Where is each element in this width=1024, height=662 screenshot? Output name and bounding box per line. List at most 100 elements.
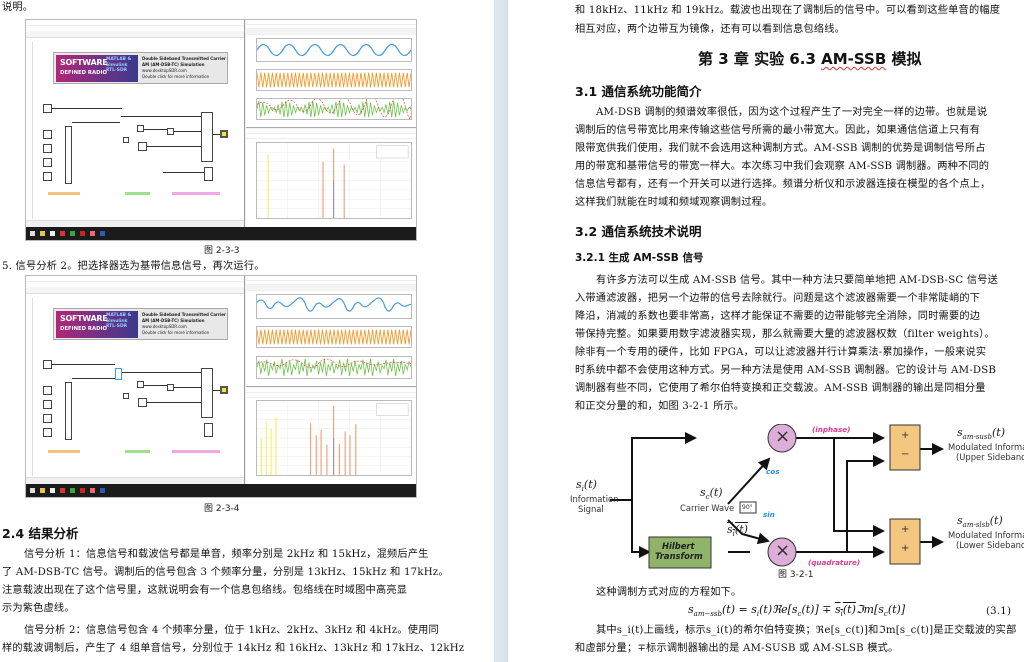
spectrum-analyzer-window [246, 129, 416, 227]
sin-label: sin [763, 510, 775, 519]
paragraph-line: 和虚部分量；∓标示调制器输出的是 AM-SUSB 或 AM-SLSB 模式。 [575, 643, 899, 654]
input-signal-symbol: si(t) [576, 478, 597, 494]
paragraph-line: 相互对应，两个边带互为镜像，还有可以看到信息包络线。 [575, 24, 846, 35]
simulink-window: SOFTWARE DEFINED RADIO MATLAB & Simulink… [26, 20, 245, 227]
sdr-logo: SOFTWARE DEFINED RADIO MATLAB & Simulink… [56, 311, 138, 338]
paragraph-line: 样的载波调制后，产生了 4 组单音信号，分别位于 14kHz 和 16kHz、1… [2, 643, 465, 654]
input-signal-label: Information [570, 494, 619, 504]
simulink-canvas: SOFTWARE DEFINED RADIO MATLAB & Simulink… [32, 298, 243, 476]
sum-bus-block [65, 126, 72, 184]
sum-lower-plus: + [901, 543, 910, 554]
figure-screenshot-2-3-3: SOFTWARE DEFINED RADIO MATLAB & Simulink… [25, 19, 417, 241]
paragraph-line: 调制器有些不同，它使用了希尔伯特变换和正交载波。AM-SSB 调制器的输出是同相… [575, 383, 986, 394]
figure-caption: 图 2-3-4 [204, 504, 240, 514]
windows-taskbar [26, 484, 416, 497]
paragraph-line: 有许多方法可以生成 AM-SSB 信号。其中一种方法只要简单地把 AM-DSB-… [596, 275, 998, 286]
cos-label: cos [766, 467, 780, 476]
time-scope-window [246, 276, 416, 387]
product-block [167, 128, 174, 135]
equation-3-1: sam−ssb(t) = si(t)ℜe[sc(t)] ∓ si(t)ℑm[sc… [688, 603, 906, 619]
selector-switch-block [115, 368, 122, 380]
figure-caption: 图 2-3-3 [204, 246, 240, 256]
paragraph-line: 信号分析 1：信息信号和载波信号都是单音，频率分别是 2kHz 和 15kHz，… [24, 549, 429, 560]
usb-output-label: Modulated Information [948, 442, 1024, 452]
carrier-label: Carrier Wave [680, 503, 735, 513]
phase-shift-box: 90° [742, 504, 753, 511]
document-page-left: 说明。 SOFTWARE DEFINED RADIO MATLAB & Simu… [0, 0, 494, 662]
annotation-pink [172, 192, 220, 195]
lsb-output-symbol: sam-slsb(t) [957, 514, 1003, 530]
lsb-output-label: (Lower Sideband) [956, 540, 1024, 550]
source-block [43, 158, 52, 167]
paragraph-line: 和正交分量的和，如图 3-2-1 所示。 [575, 401, 745, 412]
sum-upper-minus: − [901, 449, 910, 460]
scope-display-block [220, 130, 228, 138]
inphase-label: (inphase) [812, 425, 851, 434]
plot-information-signal [256, 294, 412, 319]
simulink-window: SOFTWARE DEFINED RADIO MATLAB & Simulink… [26, 276, 245, 484]
hilbert-output-symbol: si(t) [727, 523, 748, 539]
paragraph-line: 时系统中都不会使用这种方式。另一种方法是使用 AM-SSB 调制器。它的设计与 … [575, 365, 997, 376]
figure-caption: 图 3-2-1 [778, 570, 814, 580]
time-scope-window [246, 20, 416, 128]
paragraph-line: 用的带宽和基带信号的带宽一样大。本次练习中我们会观察 AM-SSB 调制器。两种… [575, 161, 990, 172]
figure-screenshot-2-3-4: SOFTWARE DEFINED RADIO MATLAB & Simulink… [25, 275, 417, 498]
annotation-green [125, 192, 150, 195]
scope-mux-block [201, 112, 213, 162]
carrier-block [138, 142, 147, 151]
section-heading-2-4: 2.4 结果分析 [2, 526, 79, 541]
step-5-text: 5. 信号分析 2。把选择器选为基带信息信号，再次运行。 [2, 261, 265, 272]
plot-am-dsb-tc-signal [256, 356, 412, 379]
section-heading-3-1: 3.1 通信系统功能简介 [575, 84, 702, 99]
paragraph-line: 其中s_i(t)上画线，标示s_i(t)的希尔伯特变换；ℜe[s_c(t)]和ℑ… [596, 625, 1017, 636]
status-bar [26, 220, 244, 227]
page-separator [494, 0, 508, 662]
source-block [43, 130, 52, 139]
usb-output-symbol: sam-susb(t) [957, 426, 1006, 442]
paragraph-line: 示为紫色虚线。 [2, 603, 75, 614]
multiplier-inphase: × [775, 426, 791, 447]
quadrature-label: (quadrature) [808, 558, 861, 567]
paragraph-tail: 说明。 [2, 2, 34, 13]
plot-carrier-wave [256, 326, 412, 348]
simulink-canvas: SOFTWARE DEFINED RADIO MATLAB & Simulink… [32, 42, 243, 219]
sum-upper-plus: + [901, 430, 910, 441]
source-block [43, 172, 52, 181]
source-block [43, 144, 52, 153]
plot-information-signal [256, 38, 412, 62]
paragraph-line: 入带通滤波器，把另一个边带的信号去除就行。问题是这个滤波器需要一个非常陡峭的下 [575, 293, 981, 304]
am-ssb-block-diagram: 90° × × + − + + si(t) Information Signal… [570, 424, 1024, 569]
annotation-orange [48, 192, 80, 195]
windows-taskbar [26, 227, 416, 240]
paragraph-line: 信息信号都有，还有一个开关可以进行选择。频谱分析仪和示波器连接在模型的各个点上， [575, 179, 991, 190]
subsection-heading-3-2-1: 3.2.1 生成 AM-SSB 信号 [575, 252, 704, 264]
paragraph-line: 降沿，消减的系数也要非常高，这样才能保证不需要的边带能够完全消除，同时需要的边 [575, 311, 981, 322]
equation-number: (3.1) [986, 606, 1012, 617]
paragraph-line: 这样我们就能在时域和频域观察调制过程。 [575, 197, 773, 208]
lsb-output-label: Modulated Information [948, 530, 1024, 540]
spectrum-plot [256, 142, 412, 219]
hilbert-transform-block: Hilbert [662, 541, 695, 551]
paragraph-line: 带保持完整。如果要用数字滤波器实现，那么就需要大量的滤波器权数（filter w… [575, 329, 995, 340]
spectrum-block [204, 167, 213, 181]
chapter-title: 第 3 章 实验 6.3 AM-SSB 模拟 [698, 50, 922, 68]
paragraph-line: 调制后的信号带宽比用来传输这些信号所需的最小带宽大。因此，如果通信信道上只有有 [575, 125, 981, 136]
sdr-logo: SOFTWARE DEFINED RADIO MATLAB & Simulink… [56, 55, 138, 82]
paragraph-line: 和 18kHz、11kHz 和 19kHz。载波也出现在了调制后的信号中。可以看… [575, 5, 1001, 16]
spectrum-plot [256, 400, 412, 476]
paragraph-line: 了 AM-DSB-TC 信号。调制后的信号包含 3 个频率分量，分别是 13kH… [2, 567, 449, 578]
sum-lower-plus: + [901, 524, 910, 535]
paragraph-line: 限带宽供我们使用，我们就不会选用这种调制方式。AM-SSB 调制的优势是调制信号… [575, 143, 986, 154]
constant-block [123, 137, 129, 143]
plot-carrier-wave [256, 69, 412, 91]
paragraph-line: 这种调制方式对应的方程如下。 [596, 587, 742, 598]
plot-am-dsb-tc-signal [256, 98, 412, 120]
spectrum-analyzer-window [246, 388, 416, 484]
model-banner: SOFTWARE DEFINED RADIO MATLAB & Simulink… [53, 308, 228, 340]
document-page-right: 和 18kHz、11kHz 和 19kHz。载波也出现在了调制后的信号中。可以看… [508, 0, 1024, 662]
paragraph-line: 信号分析 2：信息信号包含 4 个频率分量，位于 1kHz、2kHz、3kHz … [24, 625, 439, 636]
sum-block [137, 125, 144, 132]
multiplier-quadrature: × [775, 540, 791, 561]
paragraph-line: 注意载波出现在了这个信号里，这就说明会有一个信息包络线。包络线在时域图中高亮显 [2, 585, 408, 596]
section-heading-3-2: 3.2 通信系统技术说明 [575, 224, 702, 239]
